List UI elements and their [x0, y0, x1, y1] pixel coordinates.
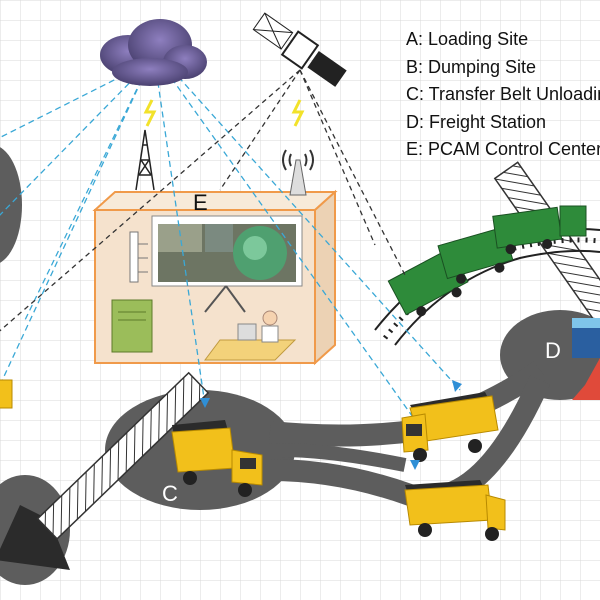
legend-item-c: C: Transfer Belt Unloading	[406, 84, 600, 104]
legend-item-b: B: Dumping Site	[406, 56, 537, 77]
legend-item-e: E: PCAM Control Center	[406, 139, 600, 159]
truck-icon-left-edge	[0, 379, 13, 409]
freight-station-building	[572, 318, 600, 400]
truck-icon-lower	[404, 480, 506, 541]
legend-item-d: D: Freight Station	[406, 111, 547, 132]
conveyor-belt-d	[493, 161, 600, 336]
truck-icon-c	[171, 420, 263, 497]
label-freight-station: D	[545, 338, 561, 363]
satellite-icon	[252, 12, 347, 87]
truck-icon-upper	[401, 392, 499, 462]
label-transfer-site: C	[162, 481, 178, 506]
conveyor-belt-c	[36, 371, 210, 540]
lightning-icon-2	[291, 99, 305, 127]
lightning-icon	[143, 99, 157, 127]
road-mid	[279, 443, 407, 472]
signal-arrows	[200, 380, 462, 470]
cloud-icon	[100, 19, 207, 86]
legend: A: Loading Site B: Dumping Site C: Trans…	[406, 26, 600, 164]
label-control-center: E	[193, 190, 208, 215]
freight-train	[387, 205, 587, 317]
coal-pile	[0, 505, 70, 570]
control-room-e	[92, 189, 338, 366]
legend-item-a: A: Loading Site	[406, 29, 529, 49]
wireless-antenna-icon	[282, 149, 314, 196]
site-a-ground	[0, 147, 22, 263]
radio-tower-icon	[135, 129, 155, 191]
signal-lines	[0, 61, 461, 421]
